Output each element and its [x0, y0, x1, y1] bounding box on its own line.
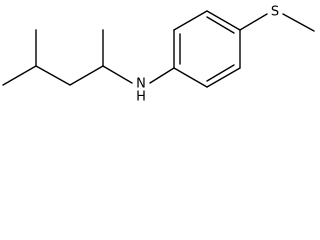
bond-c1-c2 [2, 65, 37, 86]
nitrogen-label: N [136, 77, 146, 92]
ring-bond-3 [206, 10, 241, 31]
sulfur-label: S [271, 5, 279, 20]
bond-c4-c5 [69, 65, 104, 86]
ring-double-bond-2 [206, 16, 235, 34]
sulfur-atom: S [271, 5, 279, 20]
ring-bond-2 [173, 10, 208, 31]
nitrogen-hydrogen-label: H [136, 90, 146, 105]
ring-double-bond-3 [206, 64, 235, 82]
bond-s-methyl [282, 13, 315, 32]
bond-c2-c4 [35, 65, 71, 86]
nitrogen-atom: N H [136, 77, 146, 105]
bond-ring-s [239, 13, 268, 31]
bond-n-ring [149, 67, 175, 84]
skeletal-formula: N H S [2, 5, 315, 105]
bond-c5-n [102, 65, 133, 84]
ring-bond-5 [206, 67, 241, 88]
ring-bond-6 [173, 67, 208, 88]
